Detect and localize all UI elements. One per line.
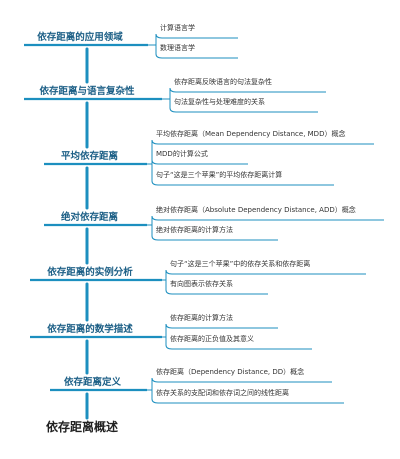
leaf-underline bbox=[165, 289, 268, 295]
leaf-underline bbox=[151, 235, 278, 241]
branch-label: 绝对依存距离 bbox=[61, 211, 119, 223]
leaf-underline bbox=[155, 33, 238, 39]
leaf-label[interactable]: 依存距离的正负值及其意义 bbox=[170, 334, 254, 343]
branch-label: 依存距离的实例分析 bbox=[47, 266, 133, 278]
leaf-bracket bbox=[147, 140, 153, 181]
leaf-bracket bbox=[148, 34, 157, 54]
leaf-underline bbox=[169, 107, 318, 113]
leaf-label[interactable]: 依存关系的支配词和依存词之间的线性距离 bbox=[156, 388, 289, 397]
branch-label: 依存距离与语言复杂性 bbox=[39, 85, 135, 97]
branch-node[interactable]: 平均依存距离 平均依存距离（Mean Dependency Distance, M… bbox=[44, 129, 374, 186]
leaf-underline bbox=[151, 159, 248, 165]
leaf-label[interactable]: MDD的计算公式 bbox=[156, 149, 208, 158]
leaf-label[interactable]: 依存距离的计算方法 bbox=[170, 313, 233, 322]
leaf-underline bbox=[155, 53, 238, 59]
leaf-label[interactable]: 数理语言学 bbox=[160, 43, 195, 52]
leaf-bracket bbox=[162, 324, 167, 345]
leaf-label[interactable]: 绝对依存距离的计算方法 bbox=[156, 225, 233, 234]
branch-label: 平均依存距离 bbox=[61, 150, 119, 162]
leaf-underline bbox=[151, 139, 374, 145]
leaf-label[interactable]: 句子“这是三个苹果”中的依存关系和依存距离 bbox=[170, 259, 310, 268]
leaf-underline bbox=[151, 398, 344, 404]
leaf-bracket bbox=[162, 88, 171, 108]
leaf-label[interactable]: 句子“这是三个苹果”的平均依存距离计算 bbox=[156, 170, 282, 179]
leaf-label[interactable]: 句法复杂性与处理难度的关系 bbox=[174, 97, 265, 106]
leaf-label[interactable]: 绝对依存距离（Absolute Dependency Distance, ADD… bbox=[156, 205, 356, 214]
leaf-label[interactable]: 平均依存距离（Mean Dependency Distance, MDD）概念 bbox=[156, 129, 345, 138]
leaf-underline bbox=[151, 377, 332, 383]
leaf-underline bbox=[151, 180, 334, 186]
branch-label: 依存距离定义 bbox=[64, 376, 122, 388]
root-topic[interactable]: 依存距离概述 bbox=[46, 419, 118, 434]
branch-node[interactable]: 绝对依存距离 绝对依存距离（Absolute Dependency Distanc… bbox=[44, 205, 384, 241]
leaf-label[interactable]: 计算语言学 bbox=[160, 23, 195, 32]
leaf-underline bbox=[165, 269, 366, 275]
leaf-underline bbox=[151, 215, 384, 221]
leaf-underline bbox=[165, 323, 278, 329]
branch-label: 依存距离的应用领域 bbox=[37, 31, 123, 43]
leaf-label[interactable]: 依存距离反映语言的句法复杂性 bbox=[174, 77, 272, 86]
leaf-bracket bbox=[162, 270, 167, 290]
leaf-underline bbox=[169, 87, 326, 93]
leaf-bracket bbox=[147, 378, 153, 399]
leaf-underline bbox=[165, 344, 312, 350]
branch-label: 依存距离的数学描述 bbox=[47, 323, 133, 335]
leaf-label[interactable]: 依存距离（Dependency Distance, DD）概念 bbox=[156, 367, 304, 376]
leaf-bracket bbox=[147, 216, 153, 236]
branch-node[interactable]: 依存距离定义 依存距离（Dependency Distance, DD）概念依存关… bbox=[50, 367, 344, 404]
leaf-label[interactable]: 有向图表示依存关系 bbox=[170, 279, 233, 288]
